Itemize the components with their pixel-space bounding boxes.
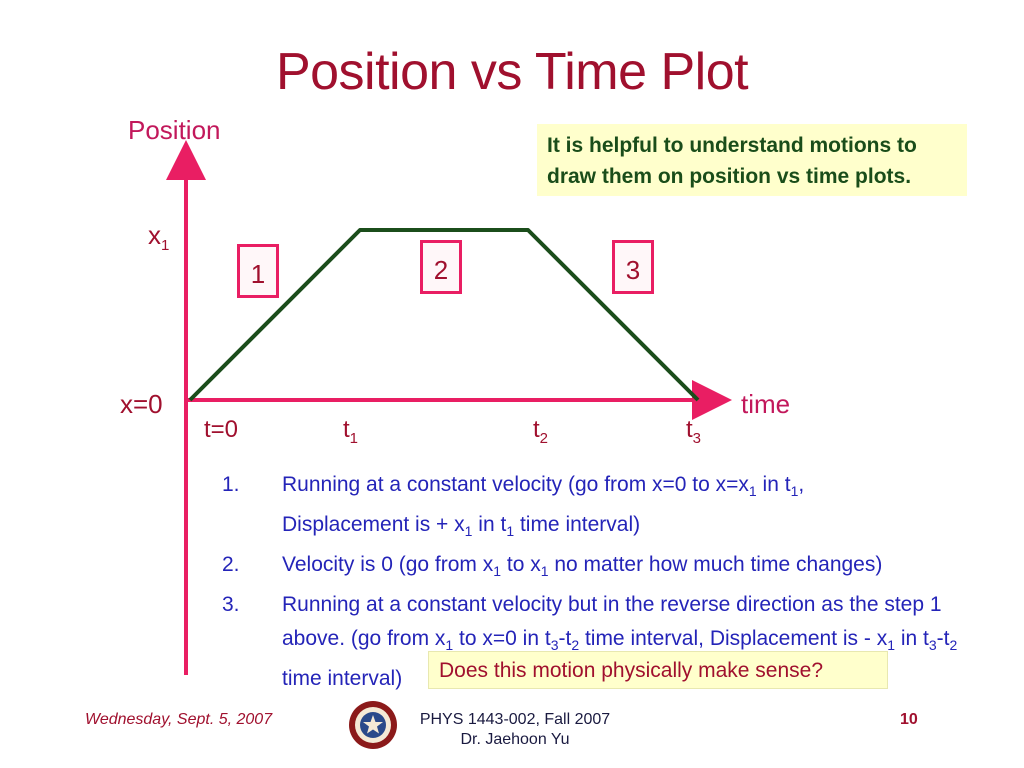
origin-label: x=0	[120, 389, 163, 419]
list-text: no matter how much time changes)	[548, 553, 883, 576]
list-text: Velocity is 0 (go from x	[282, 553, 494, 576]
list-number: 2.	[222, 553, 240, 576]
list-text: -t	[558, 627, 572, 650]
list-sub: 2	[571, 637, 580, 653]
list-text: to x=0 in t	[453, 627, 551, 650]
list-sub: 3	[550, 637, 559, 653]
segment-3-box: 3	[612, 240, 654, 294]
list-sub: 1	[464, 523, 473, 539]
list-text: time interval, Displacement is - x	[579, 627, 888, 650]
x1-label-base: x	[148, 220, 161, 250]
t3-base: t	[686, 416, 693, 443]
position-time-graph	[166, 140, 732, 675]
list-text: in t	[756, 473, 791, 496]
segment-2-box: 2	[420, 240, 462, 294]
question-callout: Does this motion physically make sense?	[428, 651, 888, 689]
t0-label: t=0	[204, 416, 239, 443]
list-text: Running at a constant velocity but in th…	[282, 593, 942, 650]
list-sub: 2	[949, 637, 958, 653]
university-seal-icon	[349, 701, 397, 749]
list-text: ,	[798, 473, 805, 496]
list-sub: 1	[445, 637, 454, 653]
t1-label: t1	[343, 416, 359, 447]
footer-course-name: PHYS 1443-002, Fall 2007	[419, 711, 611, 728]
x1-label: x1	[148, 222, 169, 253]
t2-sub: 2	[539, 430, 549, 447]
list-text: Displacement is + x	[282, 513, 465, 536]
list-text: -t	[936, 627, 950, 650]
list-sub: 1	[748, 483, 757, 499]
t2-base: t	[533, 416, 540, 443]
list-item: 2. Velocity is 0 (go from x1 to x1 no ma…	[222, 548, 992, 588]
x1-label-sub: 1	[161, 237, 170, 254]
t1-base: t	[343, 416, 350, 443]
list-text: Running at a constant velocity (go from …	[282, 473, 749, 496]
list-sub: 3	[928, 637, 937, 653]
footer-course: PHYS 1443-002, Fall 2007 Dr. Jaehoon Yu	[410, 710, 620, 750]
slide-title: Position vs Time Plot	[275, 43, 749, 101]
motion-list: 1. Running at a constant velocity (go fr…	[222, 468, 992, 696]
list-sub: 1	[540, 563, 549, 579]
footer-date: Wednesday, Sept. 5, 2007	[85, 711, 273, 728]
list-text: time interval)	[282, 667, 403, 690]
x-axis-label: time	[741, 389, 791, 419]
footer-instructor: Dr. Jaehoon Yu	[460, 731, 570, 748]
list-text: in t	[472, 513, 507, 536]
helper-note: It is helpful to understand motions to d…	[537, 124, 967, 196]
list-sub: 1	[790, 483, 799, 499]
list-item: 3. Running at a constant velocity but in…	[222, 588, 992, 696]
t3-label: t3	[686, 416, 702, 447]
list-sub: 1	[506, 523, 515, 539]
t2-label: t2	[533, 416, 549, 447]
list-number: 1.	[222, 473, 240, 496]
list-text: time interval)	[514, 513, 641, 536]
t3-sub: 3	[692, 430, 702, 447]
y-axis-label: Position	[128, 115, 221, 145]
position-line	[188, 228, 700, 402]
list-text: to x	[501, 553, 541, 576]
list-sub: 1	[493, 563, 502, 579]
t1-sub: 1	[349, 430, 359, 447]
page-number: 10	[900, 711, 918, 728]
segment-1-box: 1	[237, 244, 279, 298]
list-number: 3.	[222, 593, 240, 616]
list-text: in t	[895, 627, 929, 650]
list-sub: 1	[887, 637, 895, 653]
list-item: 1. Running at a constant velocity (go fr…	[222, 468, 992, 548]
